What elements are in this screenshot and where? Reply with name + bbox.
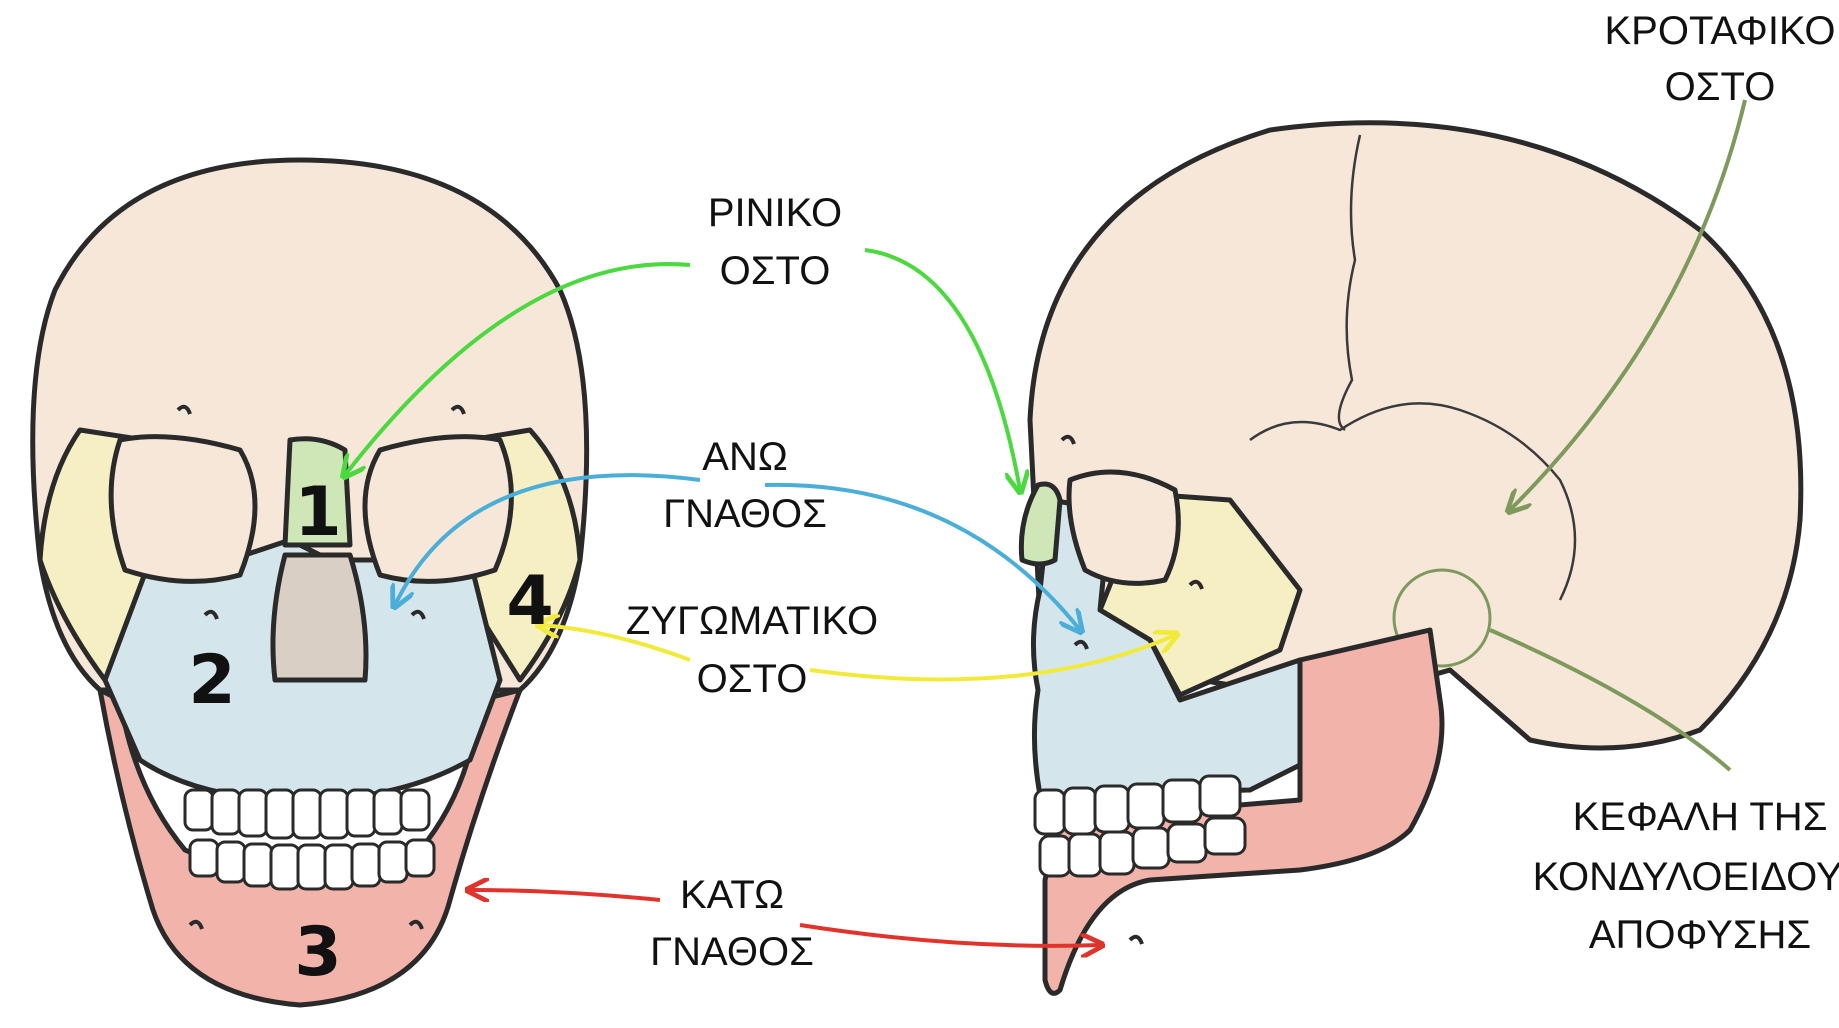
mandible-label-line2: ΓΝΑΘΟΣ <box>650 930 814 974</box>
temporal-label-line2: ΟΣΤΟ <box>1665 65 1776 109</box>
condyle-label-line2: ΚΟΝΔΥΛΟΕΙΔΟΥΣ <box>1533 855 1839 899</box>
zygomatic-label-line1: ΖΥΓΩΜΑΤΙΚΟ <box>626 599 878 643</box>
number-2: 2 <box>188 641 235 720</box>
condyle-label-line1: ΚΕΦΑΛΗ ΤΗΣ <box>1573 795 1828 839</box>
side-nasal-bone <box>1021 484 1060 564</box>
front-nasal-cavity <box>273 555 366 680</box>
zygomatic-label-line2: ΟΣΤΟ <box>697 657 808 701</box>
number-3: 3 <box>294 913 341 992</box>
mandible-label-line1: ΚΑΤΩ <box>680 873 784 917</box>
maxilla-label-line1: ΑΝΩ <box>702 435 787 479</box>
nasal-label-line1: ΡΙΝΙΚΟ <box>708 191 842 235</box>
number-1: 1 <box>294 473 341 552</box>
temporal-label-line1: ΚΡΟΤΑΦΙΚΟ <box>1604 9 1835 53</box>
nasal-arrow-side <box>865 250 1020 490</box>
mandible-arrow-front <box>470 890 660 900</box>
nasal-label-line2: ΟΣΤΟ <box>720 249 831 293</box>
front-orbit-left <box>111 437 255 582</box>
maxilla-label-line2: ΓΝΑΘΟΣ <box>663 492 827 536</box>
front-orbit-right <box>365 437 511 582</box>
side-orbit <box>1069 472 1178 583</box>
condyle-label-line3: ΑΠΟΦΥΣΗΣ <box>1589 913 1811 957</box>
number-4: 4 <box>506 562 553 641</box>
front-teeth <box>185 790 434 889</box>
front-skull-illustration <box>33 160 587 1005</box>
